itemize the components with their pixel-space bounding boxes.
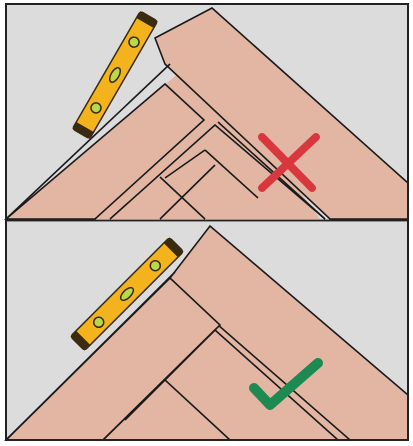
top-panel [6, 4, 408, 219]
bottom-panel [6, 222, 408, 440]
